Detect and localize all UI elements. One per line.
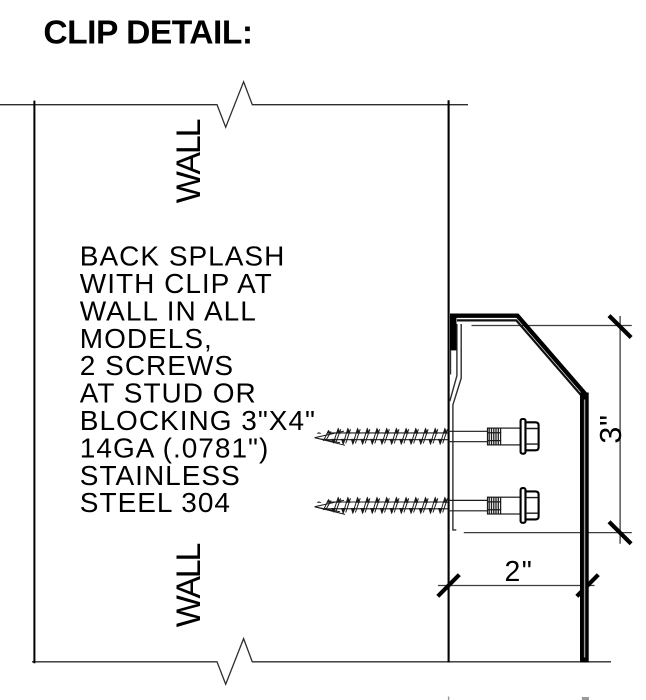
svg-text:WALL: WALL bbox=[170, 543, 208, 627]
svg-text:STEEL 304: STEEL 304 bbox=[80, 487, 231, 518]
svg-text:14GA (.0781"): 14GA (.0781") bbox=[80, 432, 269, 463]
svg-text:STAINLESS: STAINLESS bbox=[80, 460, 241, 491]
svg-text:WITH CLIP AT: WITH CLIP AT bbox=[80, 268, 273, 299]
svg-text:MODELS,: MODELS, bbox=[80, 323, 213, 354]
svg-text:CLIP DETAIL:: CLIP DETAIL: bbox=[43, 14, 252, 51]
svg-text:3": 3" bbox=[594, 414, 628, 443]
svg-text:BACK SPLASH: BACK SPLASH bbox=[80, 241, 286, 272]
svg-text:BLOCKING 3"X4": BLOCKING 3"X4" bbox=[80, 405, 316, 436]
svg-text:WALL IN ALL: WALL IN ALL bbox=[80, 295, 257, 326]
svg-text:WALL: WALL bbox=[170, 119, 208, 203]
svg-text:2 SCREWS: 2 SCREWS bbox=[80, 350, 234, 381]
svg-text:2": 2" bbox=[505, 556, 534, 588]
svg-text:AT STUD OR: AT STUD OR bbox=[80, 378, 257, 409]
